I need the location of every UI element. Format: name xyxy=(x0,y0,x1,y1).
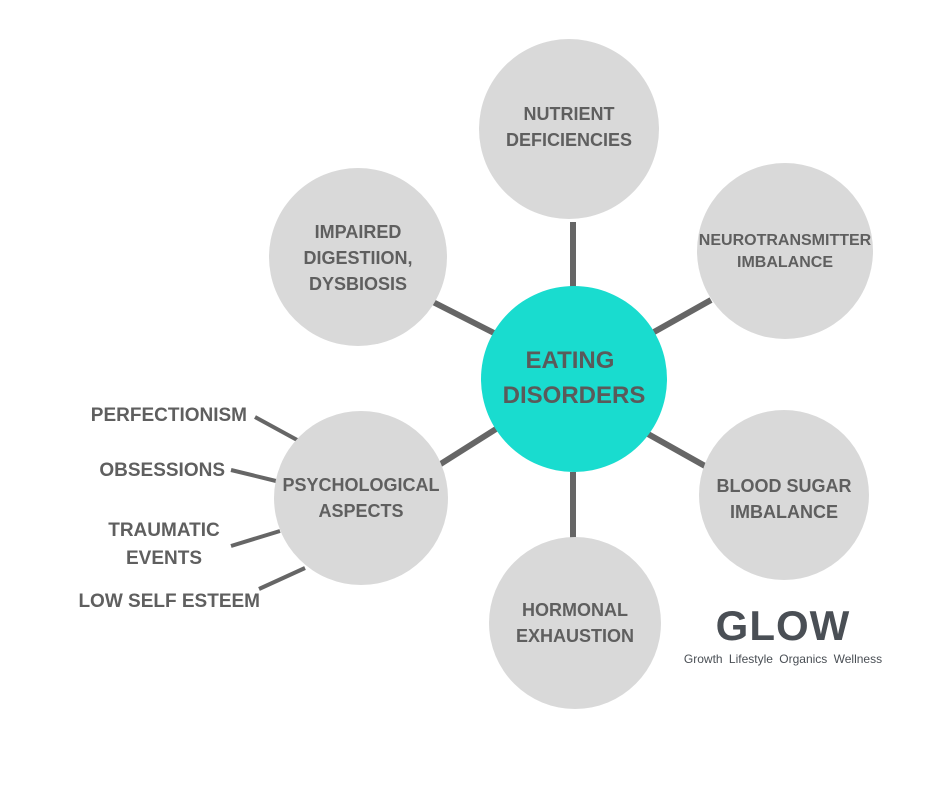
connector-digestion xyxy=(431,299,498,337)
node-psychological-line-1: PSYCHOLOGICAL xyxy=(282,475,439,495)
node-digestion-line-3: DYSBIOSIS xyxy=(309,274,407,294)
node-blood-sugar-line-1: BLOOD SUGAR xyxy=(717,476,852,496)
node-psychological: PSYCHOLOGICAL ASPECTS xyxy=(274,411,448,585)
node-blood-sugar: BLOOD SUGAR IMBALANCE xyxy=(699,410,869,580)
connector-neurotransmitter xyxy=(652,297,713,335)
center-line-1: EATING xyxy=(526,347,615,374)
subitem-traumatic-events-line-1: TRAUMATIC xyxy=(108,520,220,541)
subitem-low-self-esteem: LOW SELF ESTEEM xyxy=(78,591,260,612)
psych-subitems: PERFECTIONISM OBSESSIONS TRAUMATIC EVENT… xyxy=(78,405,260,612)
connector-obsessions xyxy=(230,468,277,483)
subitem-obsessions: OBSESSIONS xyxy=(99,460,225,481)
connector-low-self-esteem xyxy=(258,566,306,591)
subitem-perfectionism: PERFECTIONISM xyxy=(91,405,247,426)
node-nutrient-line-2: DEFICIENCIES xyxy=(506,130,632,150)
node-nutrient: NUTRIENT DEFICIENCIES xyxy=(479,39,659,219)
node-digestion-line-1: IMPAIRED xyxy=(315,222,402,242)
brand-tagline: Growth Lifestyle Organics Wellness xyxy=(684,652,882,666)
node-blood-sugar-line-2: IMBALANCE xyxy=(730,502,838,522)
brand-logo: GLOW Growth Lifestyle Organics Wellness xyxy=(684,602,882,666)
connectors xyxy=(431,222,713,538)
node-nutrient-line-1: NUTRIENT xyxy=(524,104,615,124)
node-digestion: IMPAIRED DIGESTIION, DYSBIOSIS xyxy=(269,168,447,346)
connector-psychological xyxy=(437,426,498,468)
subitem-traumatic-events-line-2: EVENTS xyxy=(126,548,202,569)
node-neurotransmitter: NEUROTRANSMITTER IMBALANCE xyxy=(697,163,873,339)
node-psychological-line-2: ASPECTS xyxy=(318,501,403,521)
node-neurotransmitter-line-2: IMBALANCE xyxy=(737,254,833,271)
node-hormonal: HORMONAL EXHAUSTION xyxy=(489,537,661,709)
node-hormonal-line-2: EXHAUSTION xyxy=(516,626,634,646)
node-neurotransmitter-line-1: NEUROTRANSMITTER xyxy=(699,232,872,249)
connector-blood-sugar xyxy=(646,431,707,469)
connector-traumatic-events xyxy=(230,529,281,548)
center-node: EATING DISORDERS xyxy=(481,286,667,472)
connector-perfectionism xyxy=(254,415,300,443)
brand-name: GLOW xyxy=(716,602,851,649)
psych-connectors xyxy=(230,415,306,591)
node-hormonal-line-1: HORMONAL xyxy=(522,600,628,620)
center-line-2: DISORDERS xyxy=(503,382,646,409)
node-digestion-line-2: DIGESTIION, xyxy=(303,248,412,268)
